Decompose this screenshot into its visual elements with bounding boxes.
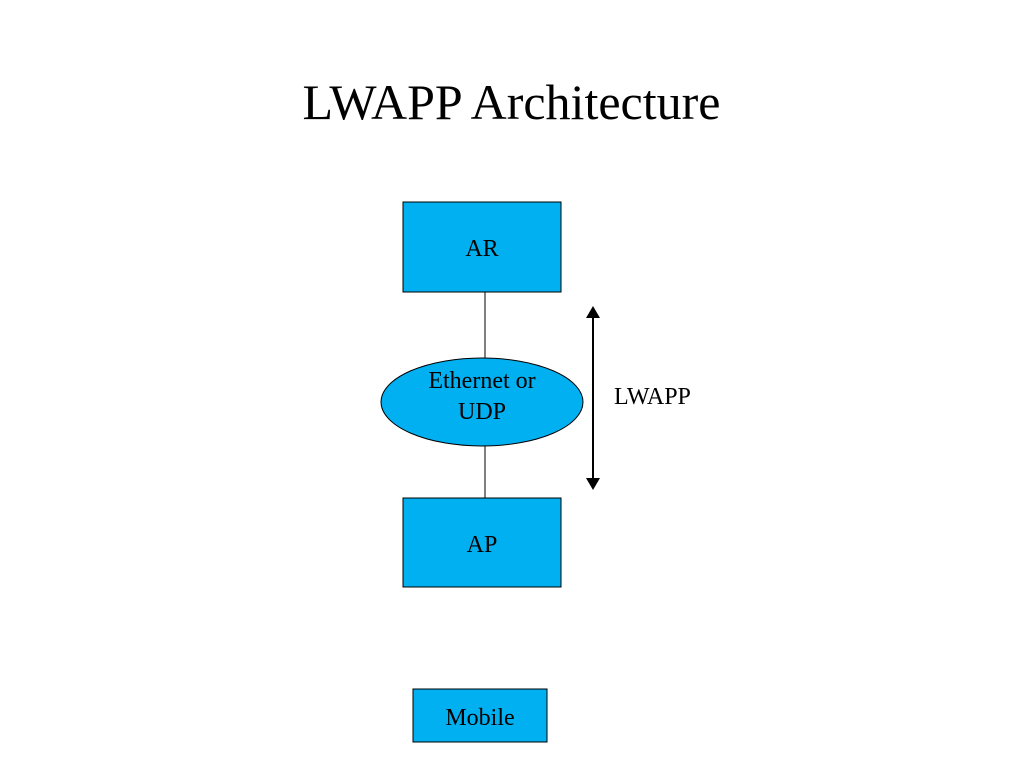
- slide-title: LWAPP Architecture: [302, 74, 721, 130]
- node-ar: AR: [402, 201, 562, 293]
- node-ap-label: AP: [467, 532, 498, 558]
- lwapp-label: LWAPP: [614, 384, 691, 410]
- node-mobile: Mobile: [412, 688, 548, 743]
- node-mobile-box: [412, 688, 548, 743]
- node-ar-label: AR: [465, 236, 498, 262]
- node-ar-box: [402, 201, 562, 293]
- node-network-label-line2: UDP: [458, 399, 506, 425]
- node-ap-box: [402, 497, 562, 588]
- node-network-label-line1: Ethernet or: [428, 368, 535, 394]
- node-ap: AP: [402, 497, 562, 588]
- node-mobile-label: Mobile: [445, 705, 514, 731]
- node-network: Ethernet or UDP: [380, 357, 584, 447]
- node-network-ellipse: [380, 357, 584, 447]
